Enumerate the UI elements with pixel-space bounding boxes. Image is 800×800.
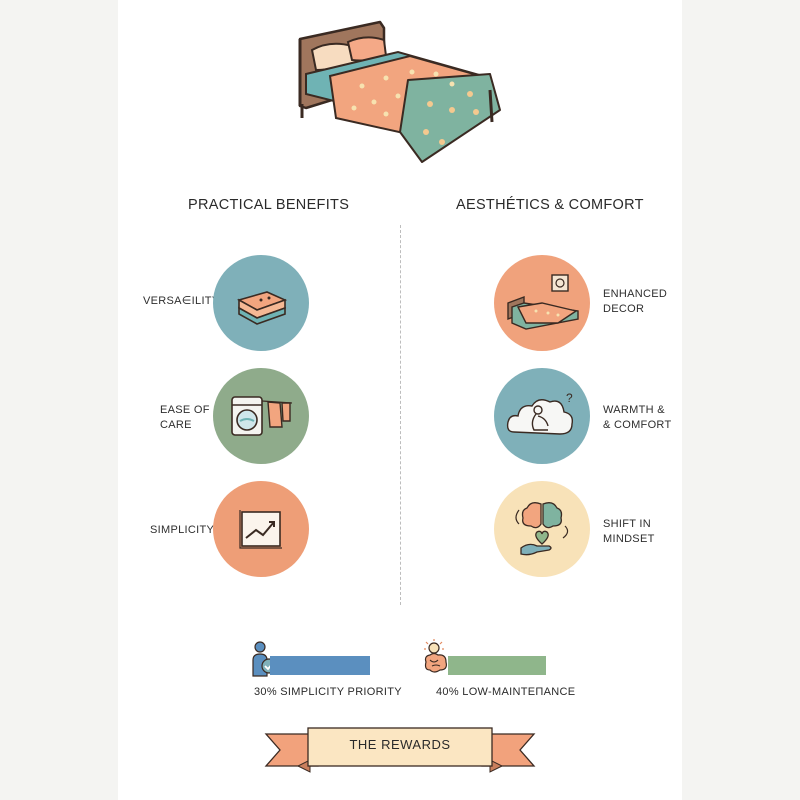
shift-mindset-label: SHIFT IN MINDSET xyxy=(603,517,655,547)
ease-of-care-label: EASE OF CARE xyxy=(160,403,210,433)
shift-mindset-label-line2: MINDSET xyxy=(603,533,655,545)
folded-blanket-icon xyxy=(236,291,288,325)
versatility-circle xyxy=(213,255,309,351)
simplicity-circle xyxy=(213,481,309,577)
column-divider xyxy=(400,225,401,605)
lightbulb-brain-icon xyxy=(424,639,447,673)
ease-of-care-circle xyxy=(213,368,309,464)
shift-mindset-label-line1: SHIFT IN xyxy=(603,518,652,530)
shift-mindset-circle xyxy=(494,481,590,577)
warmth-comfort-label: WARMTH & & COMFORT xyxy=(603,403,672,433)
cozy-person-cloud-icon: ? xyxy=(506,391,574,435)
washing-machine-icon xyxy=(231,396,293,436)
warmth-comfort-label-line1: WARMTH & xyxy=(603,404,665,416)
enhanced-decor-circle xyxy=(494,255,590,351)
trend-chart-icon xyxy=(239,510,282,549)
enhanced-decor-label: ENHANCED DECOR xyxy=(603,287,667,317)
ease-of-care-label-line2: CARE xyxy=(160,419,192,431)
ease-of-care-label-line1: EASE OF xyxy=(160,404,210,416)
simplicity-label: SIMPLICITY xyxy=(150,524,215,536)
versatility-label: VERSA∈ILITY xyxy=(143,295,220,307)
aesthetics-comfort-heading: AESTHÉTICS & COMFORT xyxy=(456,197,644,213)
warmth-comfort-circle: ? xyxy=(494,368,590,464)
rewards-banner xyxy=(264,727,536,773)
simplicity-priority-stat: 30% SIMPLICITY PRIORITY xyxy=(254,686,402,698)
bedroom-decor-icon xyxy=(507,274,579,330)
warmth-comfort-label-line2: & COMFORT xyxy=(603,419,672,431)
brain-heart-hand-icon xyxy=(515,502,569,556)
rewards-banner-text: THE REWARDS xyxy=(349,736,451,752)
enhanced-decor-label-line2: DECOR xyxy=(603,303,645,315)
enhanced-decor-label-line1: ENHANCED xyxy=(603,288,668,300)
low-maintenance-stat: 40% LOW-MAINTEΠANCE xyxy=(436,686,576,698)
low-maintenance-bar xyxy=(448,656,546,675)
practical-benefits-heading: PRACTICAL BENEFITS xyxy=(188,197,350,213)
bed-illustration xyxy=(298,20,501,163)
simplicity-priority-bar xyxy=(270,656,370,675)
svg-text:?: ? xyxy=(566,391,573,405)
